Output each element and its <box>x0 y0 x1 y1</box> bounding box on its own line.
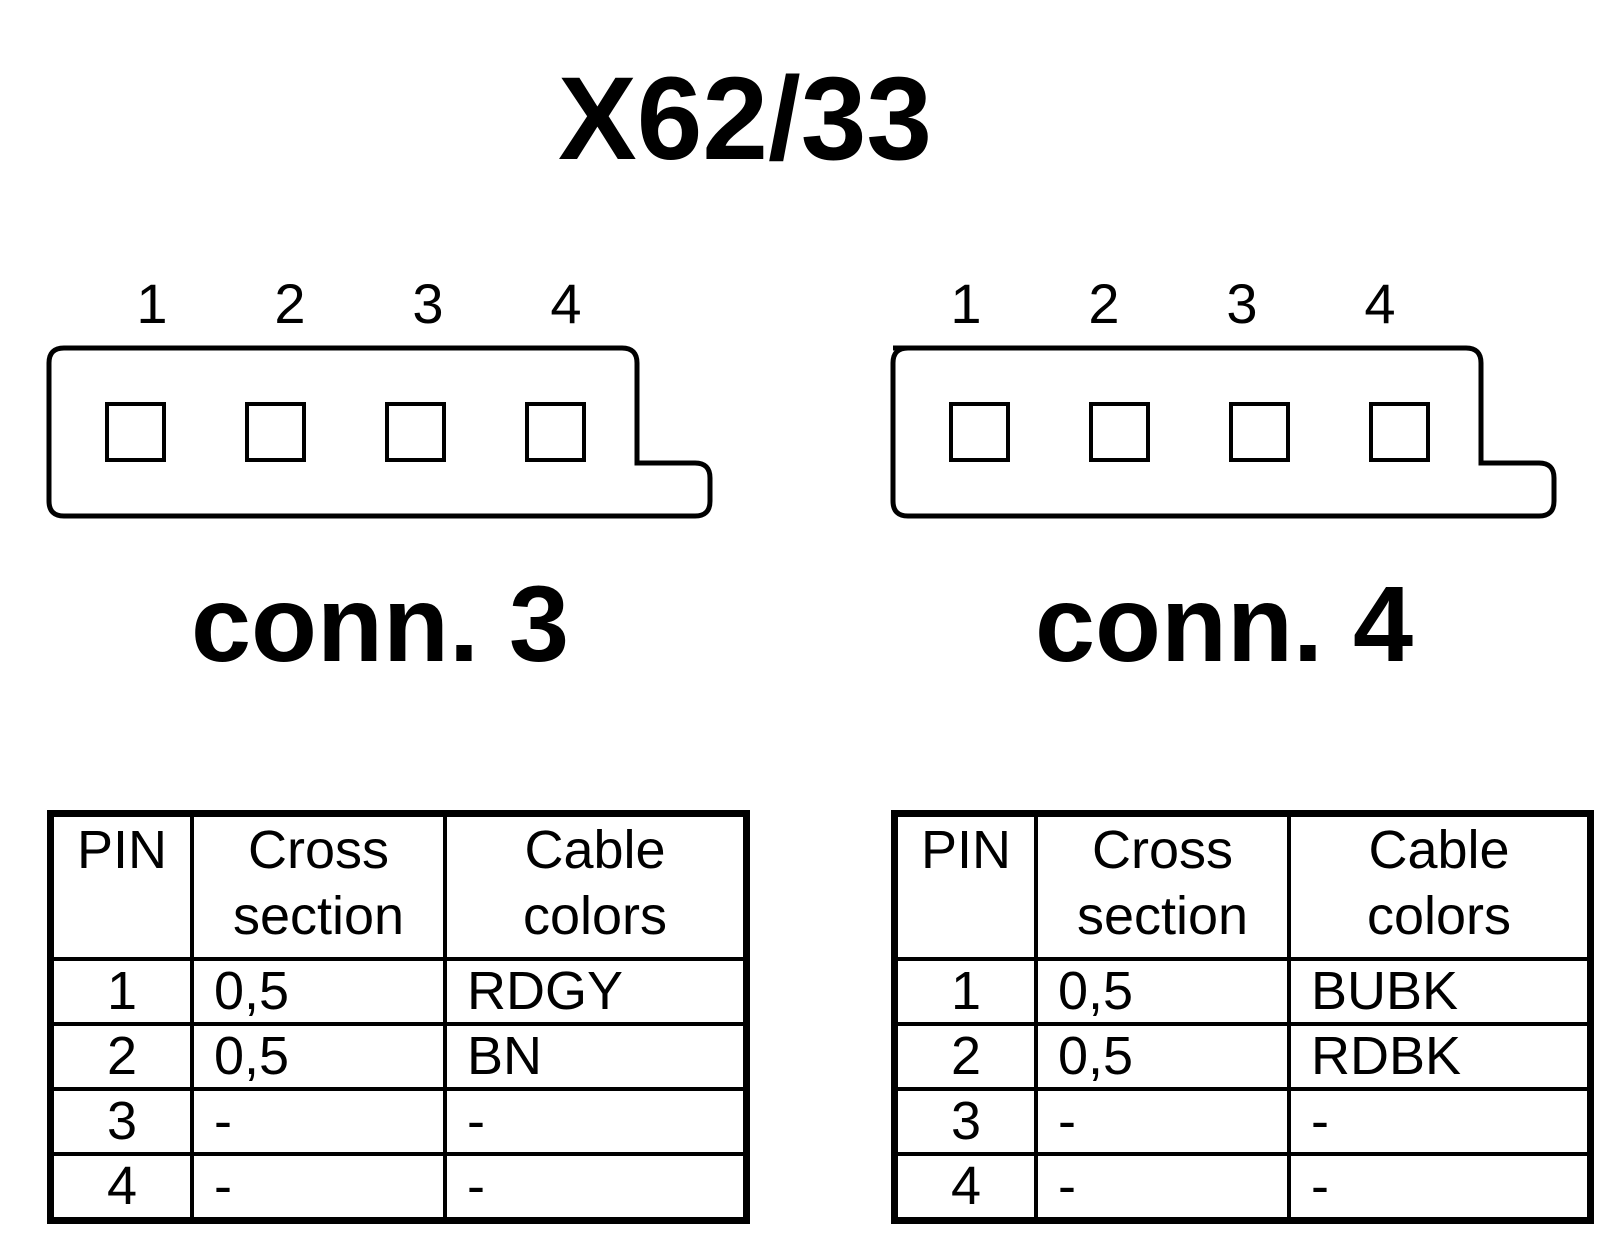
pin-number-4: 4 <box>550 272 582 335</box>
cell-cable-color: RDGY <box>443 957 749 1026</box>
cell-pin: 3 <box>48 1087 194 1156</box>
cell-cross-section: 0,5 <box>1034 1022 1291 1091</box>
table-row: 4 - - <box>48 1152 749 1223</box>
pin-slot-2 <box>1089 402 1150 462</box>
cell-cable-color: RDBK <box>1287 1022 1593 1091</box>
table-row: 4 - - <box>892 1152 1593 1223</box>
cell-cable-color: - <box>443 1087 749 1156</box>
table-header-row: PIN Cross section Cable colors <box>892 811 1593 961</box>
header-cable-line2: colors <box>522 886 668 946</box>
pin-table-conn-3: PIN Cross section Cable colors 1 0,5 RDG… <box>47 810 750 1224</box>
connector-3: 1 2 3 4 conn. 3 <box>40 268 720 678</box>
cell-pin: 1 <box>892 957 1038 1026</box>
header-cross-line2: section <box>232 886 405 946</box>
table-row: 1 0,5 BUBK <box>892 957 1593 1026</box>
table-header-row: PIN Cross section Cable colors <box>48 811 749 961</box>
pin-slot-1 <box>949 402 1010 462</box>
header-cable-line1: Cable <box>1368 820 1510 880</box>
connector-housing <box>46 345 713 519</box>
cell-cable-color: - <box>443 1152 749 1223</box>
header-cross-section: Cross section <box>1034 811 1291 961</box>
cell-cross-section: 0,5 <box>1034 957 1291 1026</box>
connector-4: 1 2 3 4 conn. 4 <box>884 268 1564 678</box>
connector-label: conn. 4 <box>1034 563 1414 684</box>
pin-number-3: 3 <box>412 272 444 335</box>
pin-number-2: 2 <box>1088 272 1120 335</box>
header-cross-line2: section <box>1076 886 1249 946</box>
header-cable-line2: colors <box>1366 886 1512 946</box>
connector-housing <box>890 345 1557 519</box>
table-row: 3 - - <box>892 1087 1593 1156</box>
pin-number-1: 1 <box>950 272 982 335</box>
pin-slot-1 <box>105 402 166 462</box>
cell-cable-color: BN <box>443 1022 749 1091</box>
cell-pin: 3 <box>892 1087 1038 1156</box>
cell-cross-section: - <box>190 1152 447 1223</box>
pin-number-1: 1 <box>136 272 168 335</box>
cell-cable-color: - <box>1287 1152 1593 1223</box>
cell-cable-color: BUBK <box>1287 957 1593 1026</box>
cell-pin: 2 <box>892 1022 1038 1091</box>
pin-table-conn-4: PIN Cross section Cable colors 1 0,5 BUB… <box>891 810 1594 1224</box>
header-pin: PIN <box>892 811 1038 961</box>
cell-pin: 4 <box>48 1152 194 1223</box>
pin-slot-2 <box>245 402 306 462</box>
cell-cross-section: 0,5 <box>190 957 447 1026</box>
pin-slot-3 <box>385 402 446 462</box>
header-cable-colors: Cable colors <box>1287 811 1593 961</box>
cell-pin: 2 <box>48 1022 194 1091</box>
cell-cross-section: - <box>1034 1152 1291 1223</box>
cell-pin: 1 <box>48 957 194 1026</box>
cell-cross-section: 0,5 <box>190 1022 447 1091</box>
pin-slot-4 <box>525 402 586 462</box>
table-row: 2 0,5 RDBK <box>892 1022 1593 1091</box>
cell-cross-section: - <box>190 1087 447 1156</box>
table-row: 1 0,5 RDGY <box>48 957 749 1026</box>
connector-label: conn. 3 <box>190 563 570 684</box>
housing-outline <box>46 345 713 519</box>
cell-pin: 4 <box>892 1152 1038 1223</box>
pin-number-3: 3 <box>1226 272 1258 335</box>
cell-cross-section: - <box>1034 1087 1291 1156</box>
pin-slot-3 <box>1229 402 1290 462</box>
diagram-title: X62/33 <box>558 53 932 185</box>
pin-number-4: 4 <box>1364 272 1396 335</box>
cell-cable-color: - <box>1287 1087 1593 1156</box>
header-cable-line1: Cable <box>524 820 666 880</box>
table-row: 3 - - <box>48 1087 749 1156</box>
pin-slot-4 <box>1369 402 1430 462</box>
header-cross-line1: Cross <box>247 820 389 880</box>
header-cross-section: Cross section <box>190 811 447 961</box>
header-pin: PIN <box>48 811 194 961</box>
table-row: 2 0,5 BN <box>48 1022 749 1091</box>
housing-outline <box>890 345 1557 519</box>
header-cross-line1: Cross <box>1091 820 1233 880</box>
header-cable-colors: Cable colors <box>443 811 749 961</box>
pin-number-2: 2 <box>274 272 306 335</box>
